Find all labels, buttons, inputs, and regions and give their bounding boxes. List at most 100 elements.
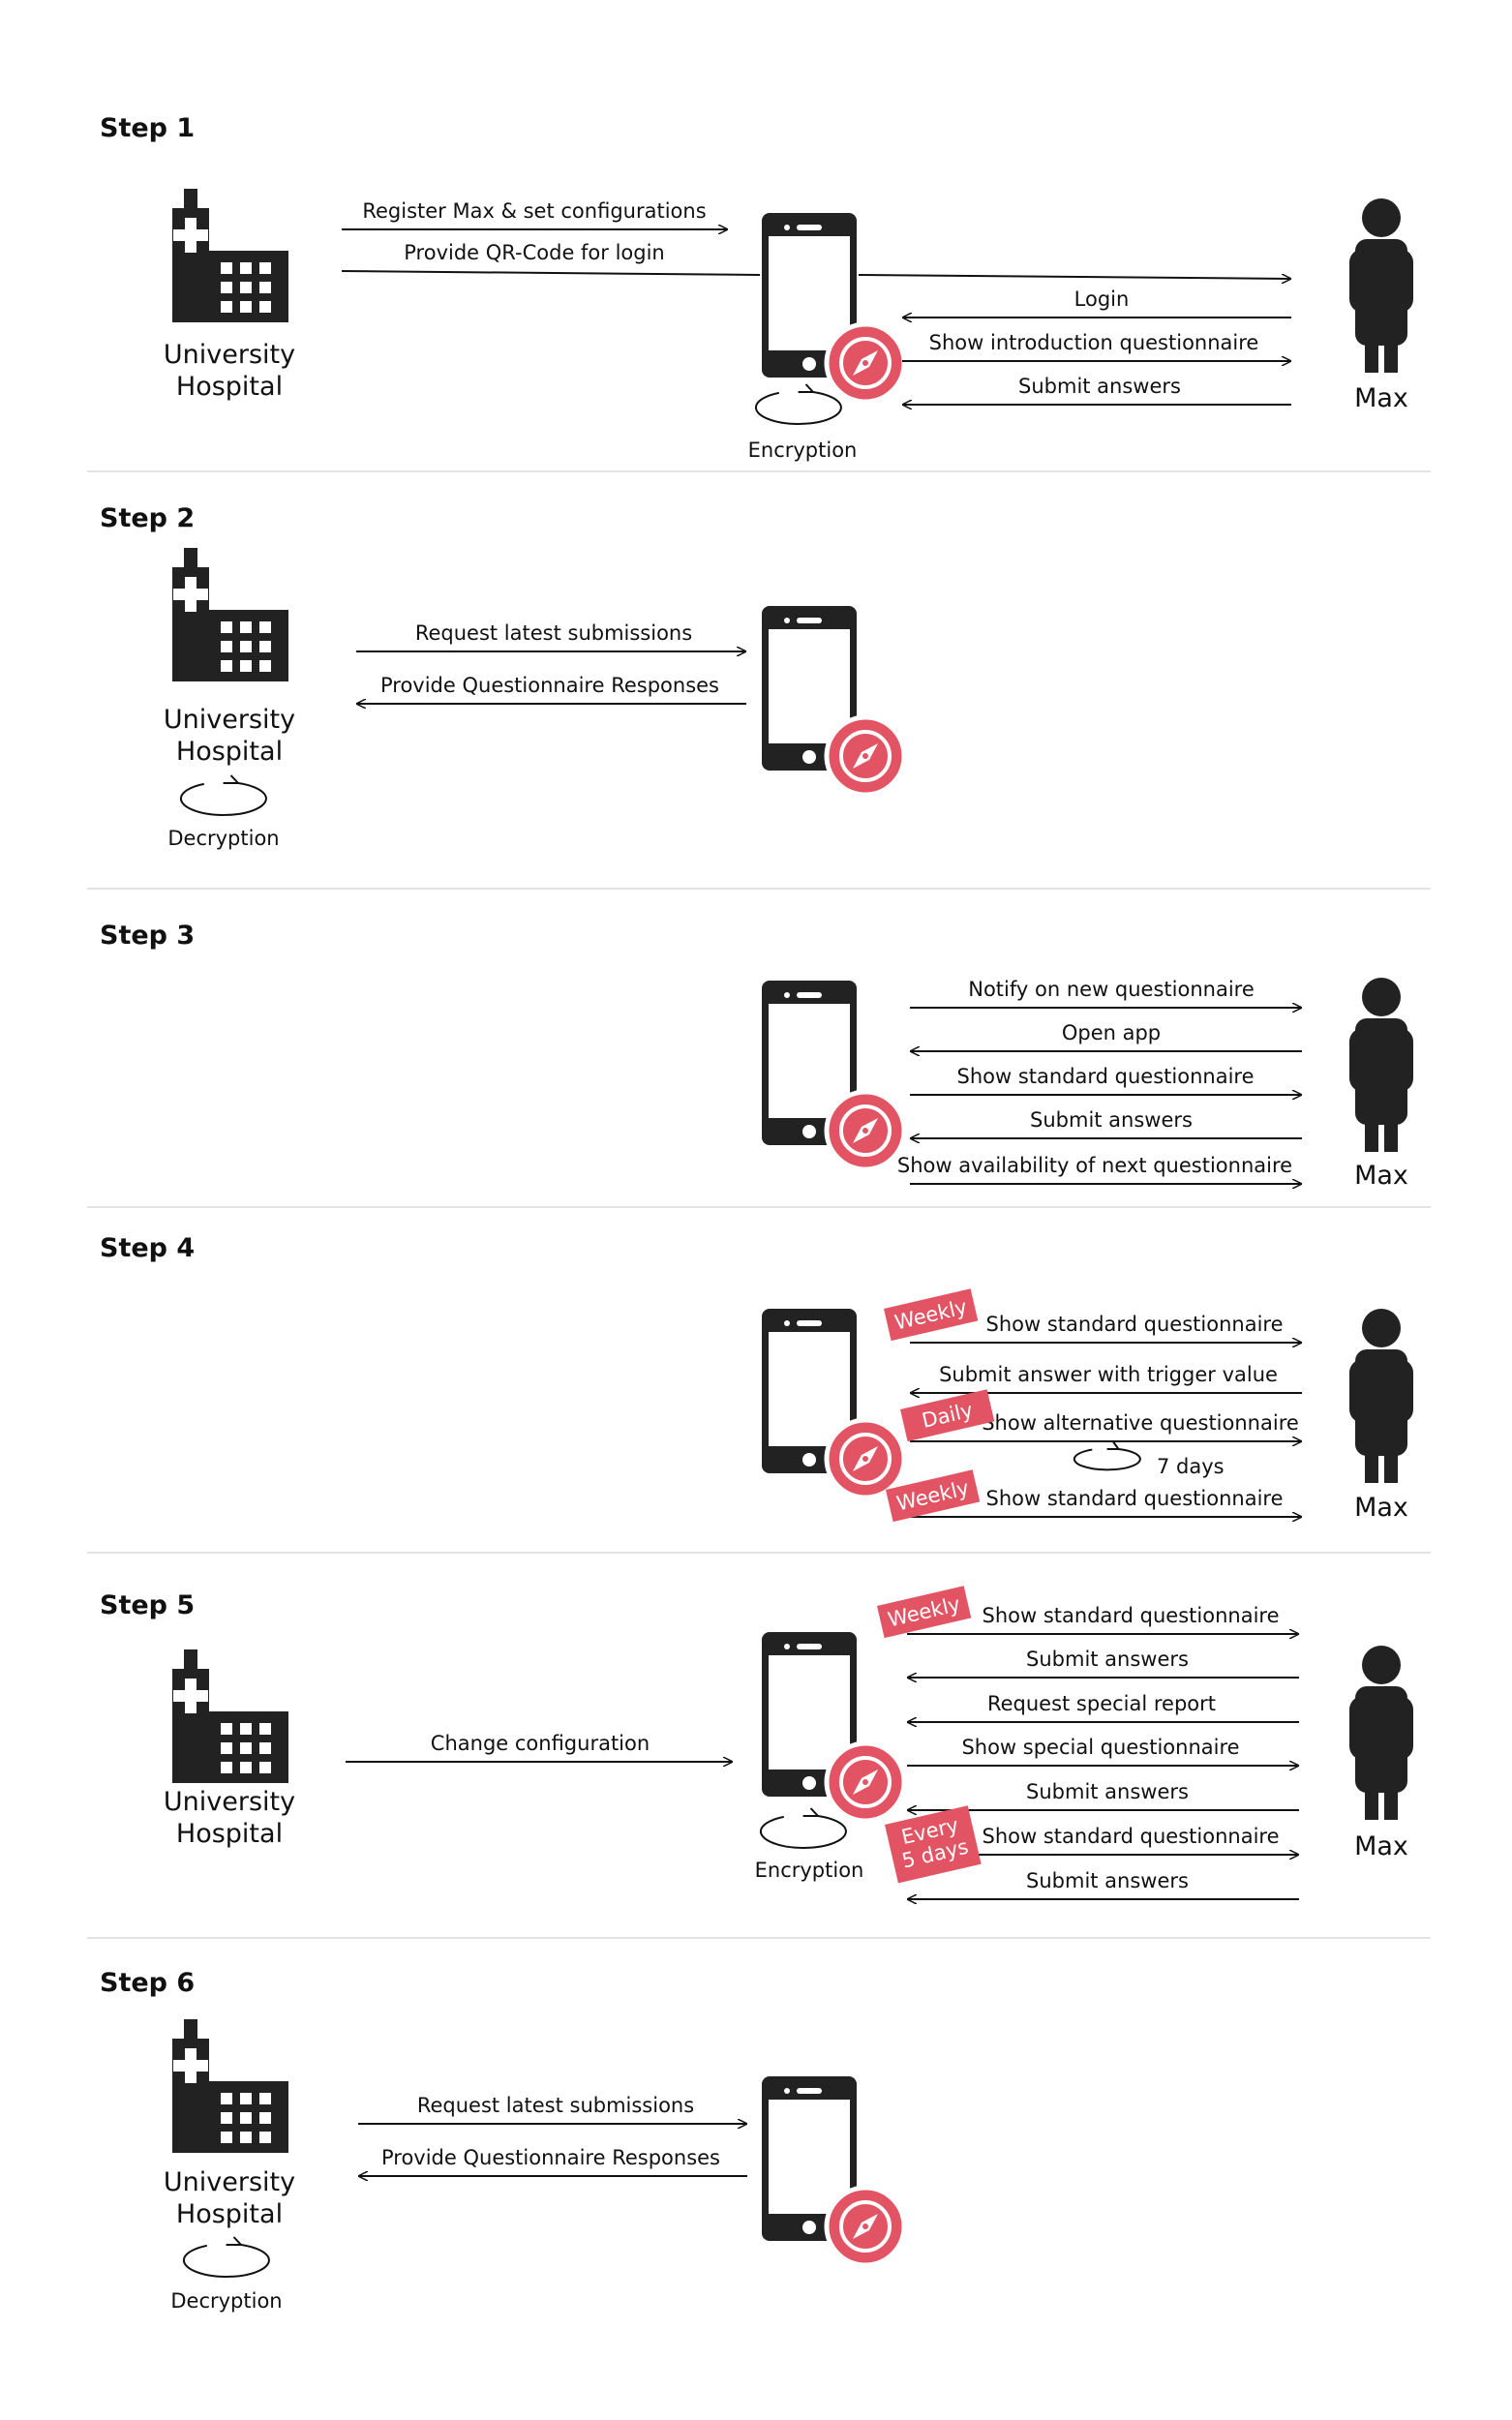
message-arrow: Show availability of next questionnaire [897,1154,1302,1184]
message-arrow: Change configuration [346,1732,733,1762]
frequency-tag: Weekly [884,1288,979,1342]
message-label: Show alternative questionnaire [982,1411,1299,1435]
step-title: Step 5 [100,1590,195,1620]
message-arrow: Submit answers [907,1869,1299,1899]
frequency-tag: Every5 days [885,1805,982,1884]
cycle-arrow-icon [182,2236,270,2278]
compass-badge-icon [824,714,907,798]
smartphone-icon [762,1309,907,1500]
message-label: Register Max & set configurations [362,199,706,223]
cycle-arrow-icon [1073,1440,1141,1471]
person-icon [1349,198,1413,373]
message-label: Show special questionnaire [961,1736,1239,1759]
smartphone-icon [762,981,907,1172]
message-arrow: Show special questionnaire [907,1736,1299,1766]
message-label: Request latest submissions [415,621,692,645]
cycle-arrow-icon [754,383,842,425]
message-label: Open app [1062,1021,1161,1044]
step-title: Step 2 [100,503,195,533]
message-arrow: Submit answers [902,375,1291,405]
hospital-note: Decryption [170,2289,282,2313]
message-label: Request latest submissions [417,2094,694,2117]
compass-badge-icon [824,2185,907,2268]
message-label: Submit answers [1030,1108,1193,1132]
message-label: Provide QR-Code for login [404,241,665,264]
message-label: Submit answers [1026,1648,1189,1671]
message-arrow: Show standard questionnaire [910,1313,1302,1343]
phone-note: Encryption [748,439,858,462]
hospital-building-icon [172,189,288,322]
person-icon [1349,1309,1413,1483]
step-title: Step 4 [100,1233,195,1263]
smartphone-icon [762,2076,907,2268]
message-label: Change configuration [431,1732,650,1755]
message-arrow: Show standard questionnaire [910,1065,1302,1095]
step-title: Step 3 [100,921,195,951]
smartphone-icon [762,213,907,405]
cycle-note: 7 days [1157,1455,1225,1478]
message-arrow: Register Max & set configurations [342,199,728,229]
compass-badge-icon [824,1740,907,1824]
message-arrow: Login [902,287,1291,318]
message-arrow: Request latest submissions [356,621,746,651]
actor-label-person: Max [1354,383,1408,413]
message-arrow: Show standard questionnaire [910,1487,1302,1517]
cycle-arrow-icon [179,774,267,816]
step-title: Step 1 [100,113,195,143]
message-arrow: Provide QR-Code for login [341,241,1291,279]
message-arrow: Open app [910,1021,1302,1051]
message-arrow: Show alternative questionnaire [910,1411,1302,1441]
compass-badge-icon [824,321,907,405]
compass-badge-icon [824,1089,907,1172]
frequency-tag: Daily [900,1389,995,1442]
message-label: Show standard questionnaire [957,1065,1255,1088]
message-label: Show availability of next questionnaire [897,1154,1292,1177]
message-arrow: Request latest submissions [358,2094,747,2124]
message-arrow: Provide Questionnaire Responses [358,2146,747,2176]
hospital-building-icon [172,1649,288,1783]
message-arrow: Submit answers [907,1780,1299,1810]
actor-label-person: Max [1354,1831,1408,1861]
message-label: Show standard questionnaire [983,1604,1280,1627]
message-label: Show standard questionnaire [986,1313,1284,1336]
message-label: Show introduction questionnaire [929,331,1259,354]
message-label: Show standard questionnaire [986,1487,1284,1510]
message-arrow: Submit answer with trigger value [910,1363,1302,1393]
message-label: Submit answer with trigger value [939,1363,1278,1386]
message-label: Submit answers [1026,1780,1189,1803]
message-label: Show standard questionnaire [983,1825,1280,1848]
message-arrow: Notify on new questionnaire [910,978,1302,1008]
cycle-arrow-icon [759,1807,847,1849]
message-arrow: Provide Questionnaire Responses [356,674,746,704]
hospital-note: Decryption [167,827,279,850]
phone-note: Encryption [755,1859,864,1882]
message-arrow: Submit answers [910,1108,1302,1138]
frequency-tag: Weekly [877,1586,972,1639]
person-icon [1349,1646,1413,1820]
hospital-building-icon [172,2019,288,2153]
message-label: Submit answers [1018,375,1181,398]
message-label: Request special report [987,1692,1216,1715]
actor-label-person: Max [1354,1493,1408,1523]
smartphone-icon [762,1632,907,1824]
message-arrow: Submit answers [907,1648,1299,1678]
message-label: Notify on new questionnaire [968,978,1255,1001]
message-arrow: Show introduction questionnaire [902,331,1291,361]
compass-badge-icon [824,1417,907,1500]
message-label: Login [1074,287,1130,311]
hospital-building-icon [172,548,288,681]
message-label: Provide Questionnaire Responses [381,2146,720,2169]
smartphone-icon [762,606,907,798]
message-arrow: Request special report [907,1692,1299,1722]
message-label: Submit answers [1026,1869,1189,1892]
person-icon [1349,978,1413,1152]
message-label: Provide Questionnaire Responses [380,674,719,697]
message-arrow: Show standard questionnaire [907,1825,1299,1855]
message-arrow: Show standard questionnaire [907,1604,1299,1634]
